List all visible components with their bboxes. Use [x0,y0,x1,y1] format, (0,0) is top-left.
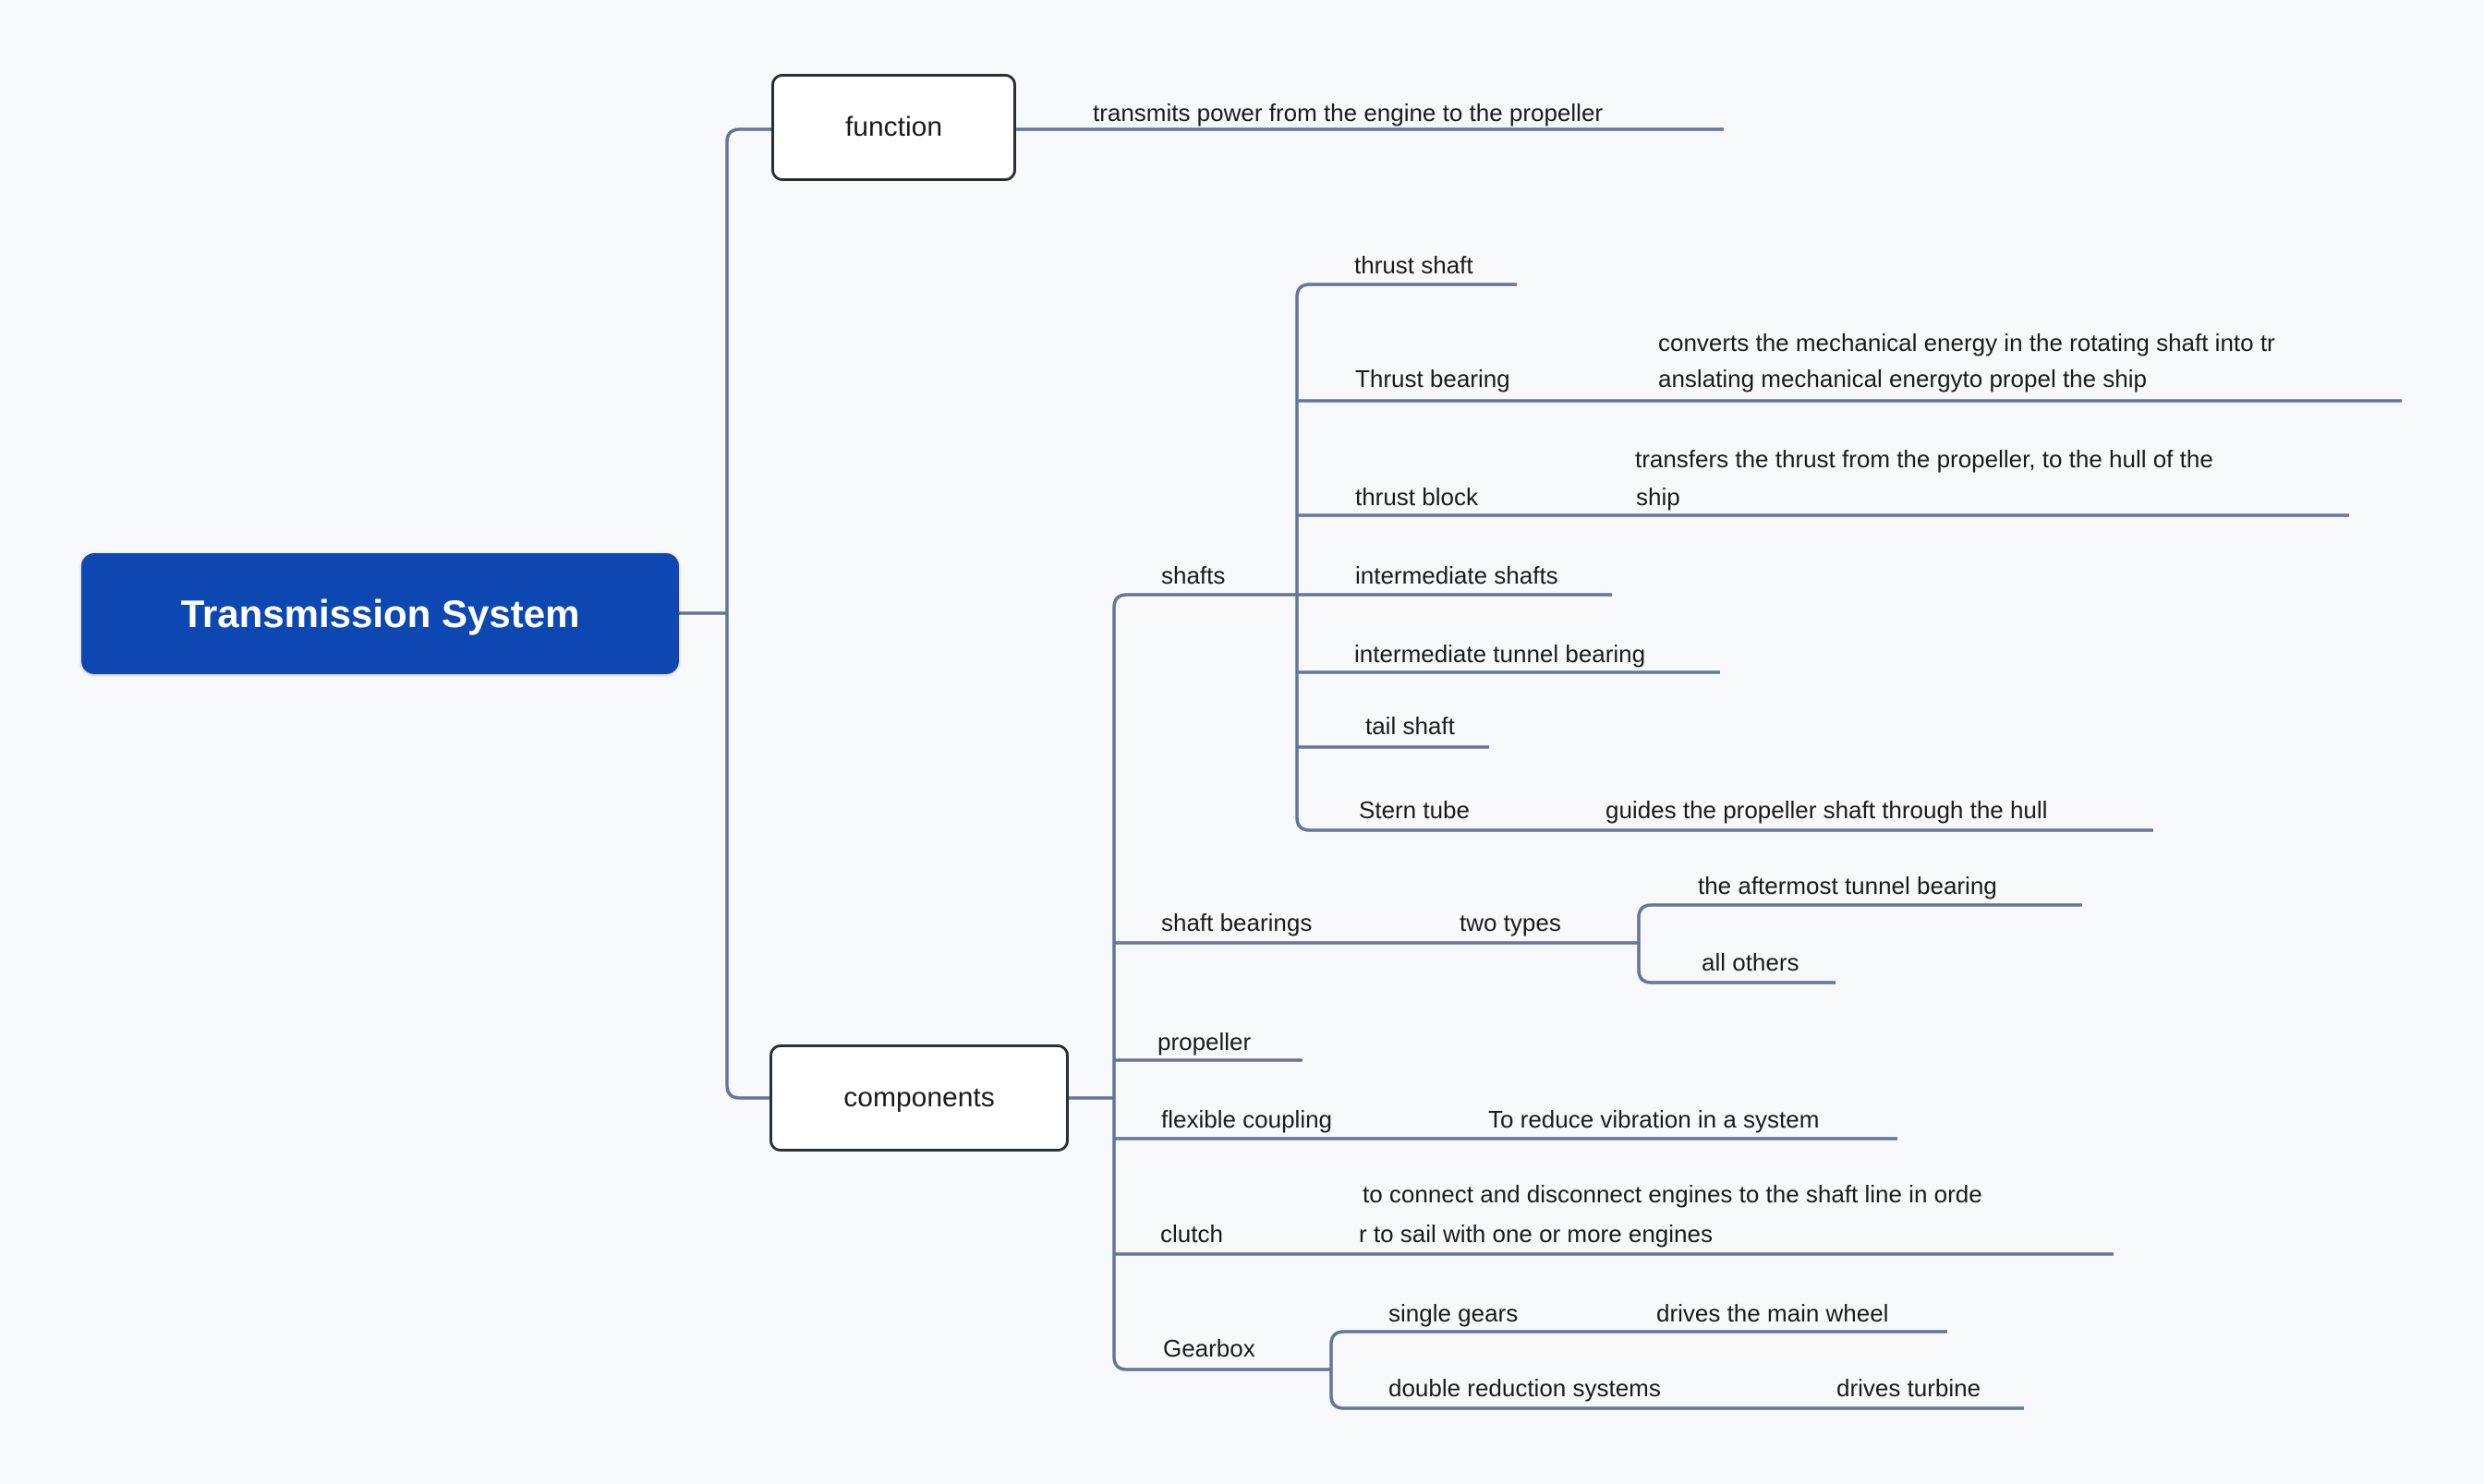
topic-thrust-shaft[interactable]: thrust shaft [1354,251,1473,279]
connector-two-types-spine [1637,903,2082,984]
topic-function-note[interactable]: transmits power from the engine to the p… [1093,99,1604,127]
topic-flexible-coupling[interactable]: flexible coupling [1161,1105,1333,1133]
topic-function-label: function [844,112,943,142]
topic-double-reduction-note[interactable]: drives turbine [1836,1374,1981,1402]
topic-aftermost-tunnel-bearing[interactable]: the aftermost tunnel bearing [1698,872,1997,899]
topic-thrust-bearing-note-line2[interactable]: anslating mechanical energyto propel the… [1658,365,2148,392]
topic-components[interactable]: components [769,1044,1069,1152]
topic-thrust-block[interactable]: thrust block [1355,483,1478,511]
topic-gearbox[interactable]: Gearbox [1163,1334,1255,1362]
connector-components-spine [1112,593,1612,1371]
connector-gearbox-spine [1329,1330,2024,1410]
topic-intermediate-shafts[interactable]: intermediate shafts [1355,561,1558,589]
topic-thrust-bearing[interactable]: Thrust bearing [1355,365,1510,392]
topic-tail-shaft[interactable]: tail shaft [1365,712,1455,740]
connector-shafts-spine [1295,283,2153,832]
topic-flexible-coupling-note[interactable]: To reduce vibration in a system [1488,1105,1820,1133]
topic-single-gears-note[interactable]: drives the main wheel [1656,1299,1889,1327]
topic-propeller[interactable]: propeller [1157,1028,1252,1056]
connector-trunk [725,127,771,1100]
topic-thrust-bearing-note-line1[interactable]: converts the mechanical energy in the ro… [1658,329,2275,356]
topic-intermediate-tunnel-bearing[interactable]: intermediate tunnel bearing [1354,640,1646,668]
topic-clutch-note-line1[interactable]: to connect and disconnect engines to the… [1363,1180,1982,1208]
topic-stern-tube[interactable]: Stern tube [1359,796,1470,824]
topic-thrust-block-note-line1[interactable]: transfers the thrust from the propeller,… [1635,445,2213,473]
topic-function[interactable]: function [771,74,1016,181]
topic-clutch[interactable]: clutch [1160,1220,1223,1248]
topic-stern-tube-note[interactable]: guides the propeller shaft through the h… [1606,796,2048,824]
topic-two-types[interactable]: two types [1460,909,1561,936]
topic-clutch-note-line2[interactable]: r to sail with one or more engines [1359,1220,1713,1248]
topic-single-gears[interactable]: single gears [1388,1299,1519,1327]
topic-shafts[interactable]: shafts [1161,561,1226,589]
root-topic-label: Transmission System [180,591,580,635]
topic-thrust-block-note-line2[interactable]: ship [1636,483,1680,511]
topic-double-reduction-systems[interactable]: double reduction systems [1388,1374,1661,1402]
topic-shaft-bearings[interactable]: shaft bearings [1161,909,1313,936]
root-topic[interactable]: Transmission System [81,553,679,674]
topic-all-others[interactable]: all others [1702,948,1799,976]
topic-components-label: components [843,1082,995,1113]
